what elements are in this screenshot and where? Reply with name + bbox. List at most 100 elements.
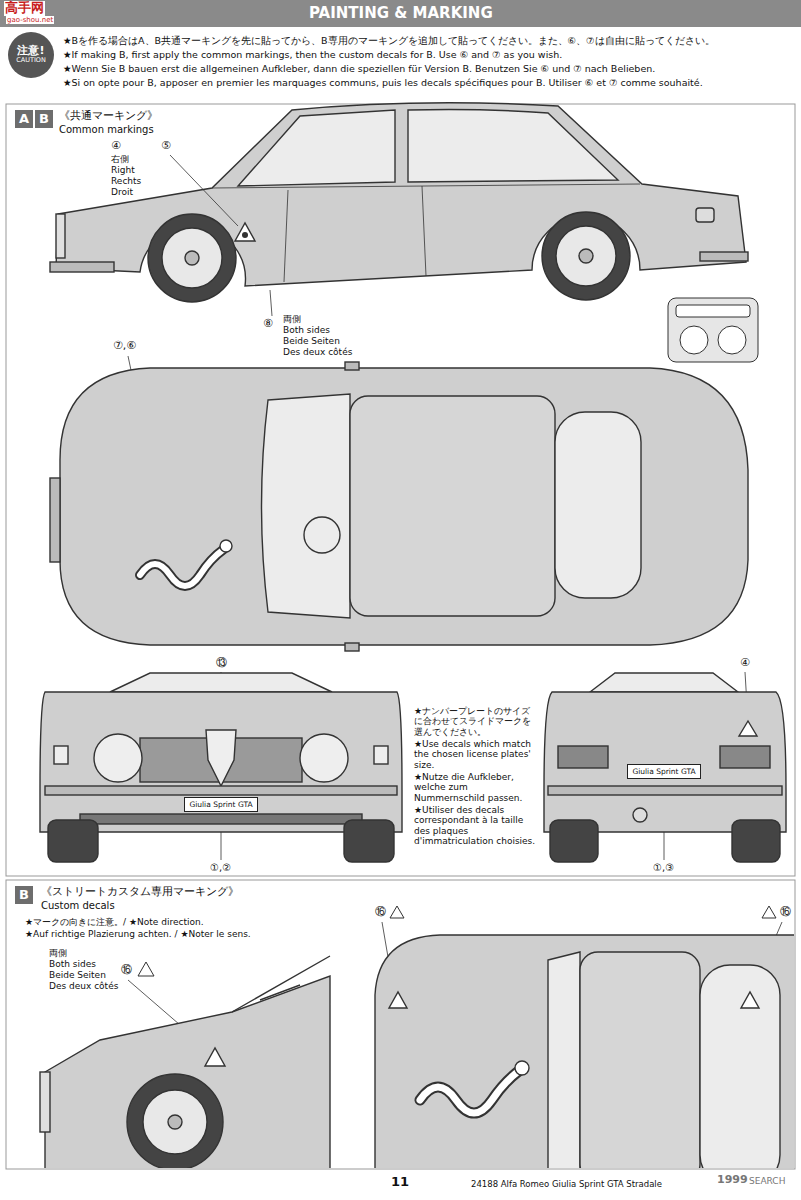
callout-number: ⑦,⑥ xyxy=(112,340,137,353)
car-side-view xyxy=(56,214,65,258)
version-letter-box: A xyxy=(15,110,33,128)
car-front-view xyxy=(344,820,394,862)
watermark: SEARCH xyxy=(748,1176,786,1186)
car-rear-view xyxy=(720,746,770,768)
car-top-view xyxy=(60,368,748,645)
car-top-view xyxy=(220,540,232,552)
plate-text: Giulia Sprint GTA xyxy=(189,800,253,809)
car-rear-view xyxy=(633,808,647,822)
car-side-view xyxy=(162,228,222,288)
car-top-view xyxy=(262,394,351,618)
car-custom-views xyxy=(168,1115,182,1129)
car-front-view xyxy=(374,746,388,764)
side-note: 両側 xyxy=(282,314,302,324)
car-rear-view xyxy=(558,746,608,768)
car-top-view xyxy=(345,362,359,370)
page-number: 11 xyxy=(390,1175,410,1190)
car-custom-views xyxy=(700,965,780,1168)
side-note: Des deux côtés xyxy=(282,347,353,357)
side-note: Des deux côtés xyxy=(48,981,119,991)
direction-note: ★マークの向きに注意。/ ★Note direction. xyxy=(24,917,205,927)
product-footer: 24188 Alfa Romeo Giulia Sprint GTA Strad… xyxy=(470,1180,663,1190)
section-heading: 《ストリートカスタム専用マーキング》 xyxy=(40,886,240,899)
watermark: 高手网 xyxy=(4,1,45,16)
side-note: Both sides xyxy=(282,325,331,335)
car-side-view xyxy=(408,109,618,182)
car-top-view xyxy=(140,549,224,586)
car-rear-view xyxy=(544,673,786,862)
car-front-view xyxy=(48,820,98,862)
car-side-view xyxy=(542,212,630,300)
car-front-view xyxy=(110,673,332,692)
side-note: Droit xyxy=(110,187,134,197)
leader-line xyxy=(170,155,238,226)
car-top-view xyxy=(50,362,748,651)
car-custom-views xyxy=(389,992,407,1008)
car-top-view xyxy=(345,643,359,651)
header-band xyxy=(0,0,801,27)
car-rear-view xyxy=(544,692,786,832)
car-top-view xyxy=(555,412,641,598)
side-note: Rechts xyxy=(110,176,142,186)
car-side-view xyxy=(50,103,748,302)
version-letter-box: B xyxy=(35,110,53,128)
license-plate: Giulia Sprint GTA xyxy=(627,764,701,779)
car-custom-views xyxy=(40,935,794,1168)
note-box: ★ナンバープレートのサイズに合わせてスライドマークを選んでください。★Use d… xyxy=(413,706,539,848)
gauge-inset xyxy=(718,326,746,354)
caution-badge: 注意!CAUTION xyxy=(8,32,54,78)
car-side-view xyxy=(556,226,616,286)
car-custom-views xyxy=(205,1048,225,1066)
section-heading: 《共通マーキング》 xyxy=(58,110,159,123)
car-custom-views xyxy=(548,952,580,1168)
car-side-view xyxy=(185,251,199,265)
caution-note: ★Bを作る場合はA、B共通マーキングを先に貼ってから、B専用のマーキングを追加し… xyxy=(62,36,716,47)
car-top-view xyxy=(350,396,555,616)
plate-note: ★Nutze die Aufkleber, welche zum Nummern… xyxy=(413,772,539,803)
side-note: Beide Seiten xyxy=(282,336,341,346)
car-side-view xyxy=(238,110,395,186)
page-title: PAINTING & MARKING xyxy=(309,4,493,22)
car-top-view xyxy=(304,517,340,553)
car-rear-view xyxy=(739,721,757,736)
callout-number: ⑤ xyxy=(160,140,172,153)
side-note: 右側 xyxy=(110,154,130,164)
car-custom-views xyxy=(45,976,330,1168)
caution-text: 注意! xyxy=(17,45,44,57)
caution-note: ★Wenn Sie B bauen erst die allgemeinen A… xyxy=(62,64,656,75)
car-side-view xyxy=(148,214,236,302)
side-note: Both sides xyxy=(48,959,97,969)
callout-number: ⑯ xyxy=(120,964,133,977)
callout-number: ⑬ xyxy=(215,657,228,670)
direction-note: ★Auf richtige Plazierung achten. / ★Note… xyxy=(24,929,252,939)
version-letter: B xyxy=(35,110,53,128)
car-rear-view xyxy=(550,820,598,862)
version-letter: A xyxy=(15,110,33,128)
gauge-inset xyxy=(680,326,708,354)
callout-number: ⑯ xyxy=(779,906,792,919)
car-rear-view xyxy=(732,820,780,862)
car-front-view xyxy=(94,734,142,782)
callout-number: ⑯ xyxy=(374,906,387,919)
gauge-inset xyxy=(668,298,758,362)
car-side-view xyxy=(700,252,748,261)
watermark: gao-shou.net xyxy=(6,16,54,24)
car-front-view xyxy=(80,814,362,824)
triangle-icon xyxy=(762,906,776,918)
caution-note: ★If making B, first apply the common mar… xyxy=(62,50,563,61)
car-top-view xyxy=(50,478,60,562)
car-front-view xyxy=(40,673,402,862)
car-front-view xyxy=(40,692,402,832)
plate-text: Giulia Sprint GTA xyxy=(632,767,696,776)
car-custom-views xyxy=(143,1090,207,1154)
car-front-view xyxy=(45,786,397,795)
callout-number: ①,③ xyxy=(652,862,675,874)
car-custom-views xyxy=(580,952,700,1168)
gauge-inset xyxy=(668,298,758,362)
callout-number: ⑧ xyxy=(262,318,274,331)
car-top-view xyxy=(140,549,224,586)
leader-line xyxy=(270,290,272,316)
callout-number: ①,② xyxy=(209,862,232,874)
header-band xyxy=(0,0,801,27)
car-rear-view xyxy=(548,786,782,795)
